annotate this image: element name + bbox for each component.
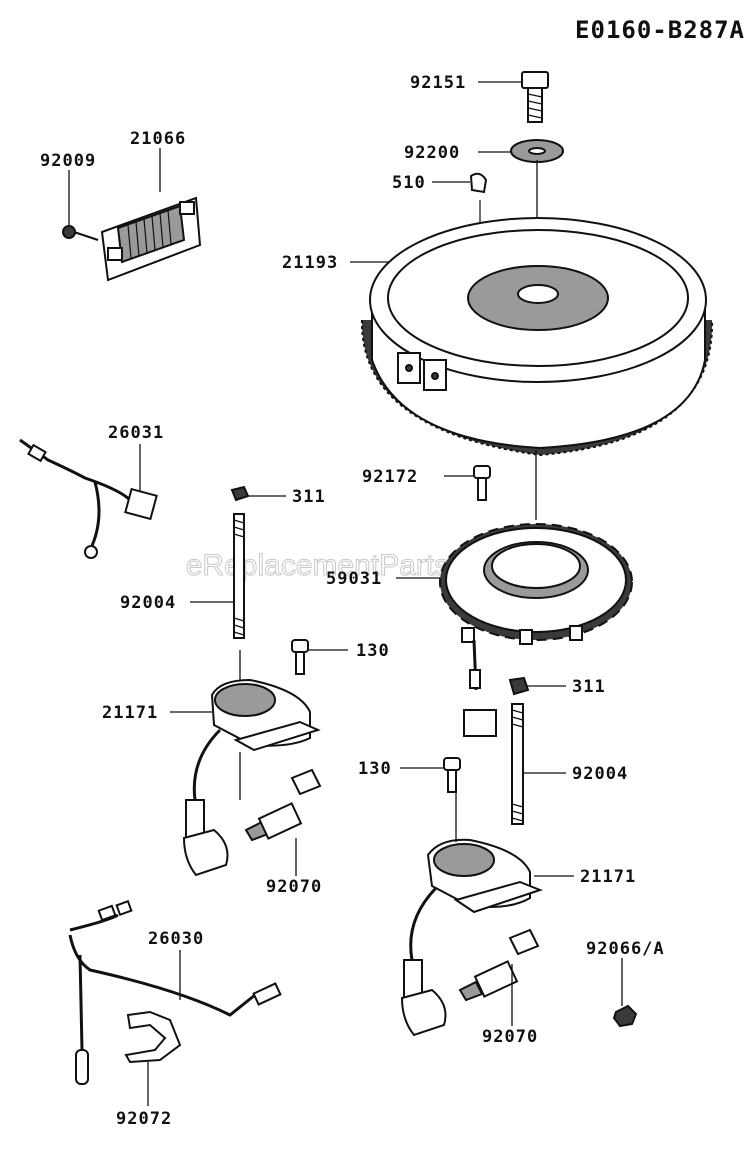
spark-plug-92070-left[interactable] — [244, 768, 322, 842]
bolt-130-left[interactable] — [291, 639, 309, 675]
label-26030[interactable]: 26030 — [148, 929, 204, 949]
label-21066[interactable]: 21066 — [130, 129, 186, 149]
stator-wire-connector — [463, 639, 497, 737]
nut-311-top[interactable] — [230, 485, 250, 502]
stud-92004-left[interactable] — [233, 513, 245, 639]
label-21193[interactable]: 21193 — [282, 253, 338, 273]
label-130-right[interactable]: 130 — [358, 759, 392, 779]
label-92009[interactable]: 92009 — [40, 151, 96, 171]
plug-cap-left[interactable] — [182, 799, 229, 877]
key-510[interactable] — [469, 172, 488, 194]
bolt-92172[interactable] — [473, 465, 491, 501]
label-510[interactable]: 510 — [392, 173, 426, 193]
screw-92009[interactable] — [62, 225, 99, 241]
stator-59031[interactable] — [439, 523, 633, 645]
bolt-92151[interactable] — [521, 71, 549, 123]
nut-92066a[interactable] — [612, 1004, 638, 1028]
spark-plug-92070-right[interactable] — [458, 928, 540, 1002]
stud-92004-right[interactable] — [511, 703, 524, 825]
label-92004-left[interactable]: 92004 — [120, 593, 176, 613]
regulator-21066[interactable] — [100, 196, 202, 282]
flywheel-21193[interactable] — [360, 217, 714, 457]
nut-311-right[interactable] — [508, 676, 530, 696]
label-92070-left[interactable]: 92070 — [266, 877, 322, 897]
label-26031[interactable]: 26031 — [108, 423, 164, 443]
leader-lines — [68, 81, 623, 1106]
diagram-code: E0160-B287A — [575, 16, 745, 44]
label-130-left[interactable]: 130 — [356, 641, 390, 661]
label-92070-right[interactable]: 92070 — [482, 1027, 538, 1047]
label-92172[interactable]: 92172 — [362, 467, 418, 487]
label-21171-left[interactable]: 21171 — [102, 703, 158, 723]
ignition-coil-21171-right[interactable] — [409, 838, 543, 961]
label-59031[interactable]: 59031 — [326, 569, 382, 589]
label-92072[interactable]: 92072 — [116, 1109, 172, 1129]
label-311-top[interactable]: 311 — [292, 487, 326, 507]
plug-cap-right[interactable] — [400, 959, 447, 1037]
washer-92200[interactable] — [510, 139, 564, 163]
harness-26031[interactable] — [19, 438, 158, 559]
label-21171-right[interactable]: 21171 — [580, 867, 636, 887]
lead-92072[interactable] — [124, 1010, 182, 1064]
label-92200[interactable]: 92200 — [404, 143, 460, 163]
bolt-130-right[interactable] — [443, 757, 461, 793]
part-labels: 92151 92200 510 21193 21066 92009 26031 … — [40, 73, 665, 1129]
label-92066a[interactable]: 92066/A — [586, 939, 665, 959]
ignition-coil-21171-left[interactable] — [192, 678, 321, 801]
label-92151[interactable]: 92151 — [410, 73, 466, 93]
label-311-right[interactable]: 311 — [572, 677, 606, 697]
harness-26030[interactable] — [68, 899, 282, 1085]
label-92004-right[interactable]: 92004 — [572, 764, 628, 784]
